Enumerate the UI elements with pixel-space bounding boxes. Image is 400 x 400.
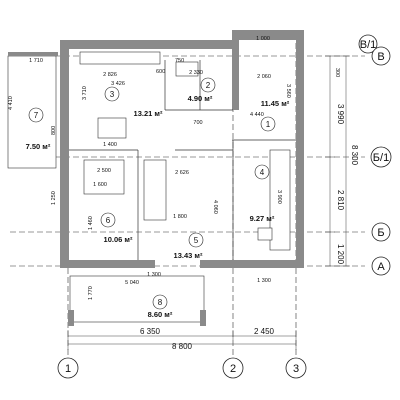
room-3-area: 13.21 м² — [134, 109, 163, 118]
dim-bottom-right: 2 450 — [254, 327, 275, 336]
dim-right-total: 8 300 — [350, 145, 359, 166]
dim-1600: 1 600 — [93, 182, 107, 188]
dim-750: 750 — [175, 58, 184, 64]
room-2-number: 2 — [206, 81, 211, 90]
dim-right-top: 3 990 — [336, 104, 345, 125]
room-2: 2 4.90 м² 2 330 750 700 — [175, 58, 216, 126]
dim-1300: 1 300 — [147, 272, 161, 278]
dim-1250: 1 250 — [51, 191, 57, 205]
room-7: 7 7.50 м² 4 410 1 710 — [7, 52, 58, 169]
axis-bubble-1: 1 — [57, 357, 79, 379]
axis-bubble-v1: В/1 — [358, 34, 378, 54]
axis-label-3: 3 — [293, 363, 299, 375]
room-6-area: 10.06 м² — [104, 235, 133, 244]
axis-label-a: А — [377, 261, 385, 273]
dim-bottom-left: 6 350 — [140, 327, 161, 336]
dim-4410: 4 410 — [8, 96, 14, 110]
bottom-dimensions: 6 350 2 450 8 800 — [67, 327, 297, 351]
dim-5040: 5 040 — [125, 280, 139, 286]
dim-2626: 2 626 — [175, 170, 189, 176]
axis-bubble-b1: Б/1 — [370, 146, 392, 168]
dim-600: 600 — [156, 69, 165, 75]
dim-bottom-total: 8 800 — [172, 342, 193, 351]
dim-3426: 3 426 — [111, 81, 125, 87]
dim-3900: 3 900 — [276, 190, 282, 204]
dim-1000: 1 000 — [256, 36, 270, 42]
axis-label-2: 2 — [230, 363, 236, 375]
room-5-number: 5 — [194, 236, 199, 245]
outer-walls — [60, 30, 304, 268]
axis-bubble-2: 2 — [222, 357, 244, 379]
room-1: 1 11.45 м² 1 000 2 060 4 440 3 560 — [250, 36, 291, 132]
dim-1460: 1 460 — [88, 216, 94, 230]
dim-800: 800 — [51, 126, 57, 135]
room-5-area: 13.43 м² — [174, 251, 203, 260]
axis-label-b1: Б/1 — [373, 152, 389, 164]
dim-2826: 2 826 — [103, 72, 117, 78]
dim-1800: 1 800 — [173, 214, 187, 220]
room-6: 6 10.06 м² 2 500 1 600 1 460 1 250 1 300 — [51, 159, 161, 278]
dim-3560: 3 560 — [285, 84, 291, 98]
room-7-number: 7 — [34, 111, 39, 120]
dim-2500: 2 500 — [97, 168, 111, 174]
axis-label-1: 1 — [65, 363, 71, 375]
dim-1770: 1 770 — [88, 286, 94, 300]
axis-bubble-3: 3 — [285, 357, 307, 379]
axis-bubble-a: А — [371, 256, 391, 276]
room-8-area: 8.60 м² — [148, 310, 173, 319]
room-8-number: 8 — [158, 298, 163, 307]
room-3: 3 13.21 м² 2 826 3 426 3 710 600 1 400 8… — [51, 51, 165, 148]
room-6-number: 6 — [106, 216, 111, 225]
inner-walls — [69, 60, 296, 260]
dim-2330: 2 330 — [189, 70, 203, 76]
dim-right-mid: 2 810 — [336, 190, 345, 211]
room-2-area: 4.90 м² — [188, 94, 213, 103]
axis-label-b: Б — [377, 227, 384, 239]
room-1-number: 1 — [266, 120, 271, 129]
axis-bubble-v: В — [371, 46, 391, 66]
dim-4440: 4 440 — [250, 112, 264, 118]
room-7-area: 7.50 м² — [26, 142, 51, 151]
room-8: 8 8.60 м² 5 040 1 770 — [68, 275, 206, 326]
dim-right-bottom: 1 200 — [336, 244, 345, 265]
dim-1300-bottom: 1 300 — [257, 278, 271, 284]
room-4-area: 9.27 м² — [250, 214, 275, 223]
room-1-area: 11.45 м² — [261, 99, 290, 108]
dim-right-300: 300 — [334, 68, 340, 77]
axis-label-v: В — [377, 51, 384, 63]
dim-4060: 4 060 — [212, 200, 218, 214]
room-4-number: 4 — [260, 168, 265, 177]
dim-700: 700 — [193, 120, 202, 126]
axis-label-v1: В/1 — [360, 39, 377, 51]
dim-1710: 1 710 — [29, 58, 43, 64]
axis-bubble-b: Б — [371, 222, 391, 242]
right-dimensions: 300 3 990 2 810 1 200 8 300 — [325, 55, 359, 267]
room-4: 4 9.27 м² 3 900 1 300 — [250, 149, 291, 284]
room-3-number: 3 — [110, 90, 115, 99]
dim-2060: 2 060 — [257, 74, 271, 80]
dim-1400: 1 400 — [103, 142, 117, 148]
dim-3710: 3 710 — [82, 86, 88, 100]
room-5: 5 13.43 м² 2 626 1 800 4 060 — [143, 159, 218, 260]
